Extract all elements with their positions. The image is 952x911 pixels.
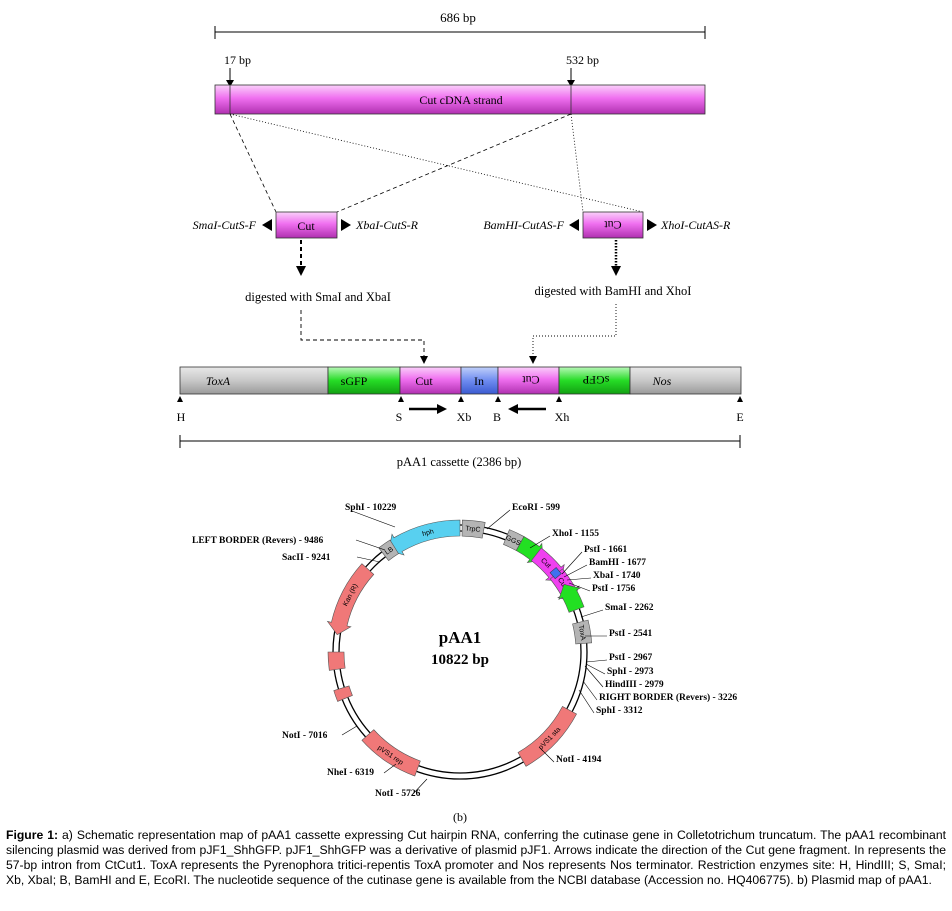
- segment-nos: Nos: [652, 374, 672, 388]
- panel-b-label: (b): [453, 810, 467, 824]
- sense-primer-f-arrow: [262, 219, 272, 231]
- feature-small-1: [333, 685, 353, 702]
- cassette-bar: ToxA sGFP Cut In Cut sGFP Nos: [179, 366, 742, 395]
- antisense-primer-f-arrow: [569, 219, 579, 231]
- site-sphi-3312: SphI - 3312: [596, 706, 643, 716]
- digest-antisense-label: digested with BamHI and XhoI: [535, 284, 692, 298]
- site-psti-1756: PstI - 1756: [592, 584, 636, 594]
- antisense-down-arrow: [611, 266, 621, 276]
- feature-trpc-label: TrpC: [465, 525, 481, 534]
- site-left-border-9486: LEFT BORDER (Revers) - 9486: [192, 535, 323, 546]
- antisense-direction-arrow: [508, 404, 518, 414]
- site-psti-2967: PstI - 2967: [609, 653, 653, 663]
- caption-text: a) Schematic representation map of pAA1 …: [6, 828, 947, 887]
- site-b: B: [493, 410, 501, 424]
- feature-intron-box: [549, 567, 562, 580]
- segment-cut-sense: Cut: [415, 374, 433, 388]
- site-hindiii-2979: HindIII - 2979: [605, 680, 664, 690]
- sense-down-arrow: [296, 266, 306, 276]
- site-labels: SphI - 10229 EcoRI - 599 XhoI - 1155 Pst…: [192, 503, 737, 799]
- feature-cut-s-label: Cut: [556, 577, 568, 590]
- feature-kan-r: [326, 563, 375, 636]
- site-e: E: [736, 410, 743, 424]
- site-sacii-9241: SacII - 9241: [282, 553, 331, 563]
- figure-diagram: 686 bp 17 bp 532 bp Cut cDNA strand Cut …: [177, 10, 744, 824]
- antisense-primer-f-label: BamHI-CutAS-F: [483, 218, 564, 232]
- sense-primer-r-label: XbaI-CutS-R: [355, 218, 419, 232]
- plasmid-name: pAA1: [439, 628, 482, 647]
- feature-hph: [388, 519, 461, 556]
- antisense-cut-box: [582, 211, 644, 239]
- panel-a: 686 bp 17 bp 532 bp Cut cDNA strand Cut …: [177, 10, 744, 469]
- sense-direction-arrow: [437, 404, 447, 414]
- site-sphi-2973: SphI - 2973: [607, 667, 654, 677]
- feature-trpc: [461, 519, 486, 539]
- antisense-cut-label: Cut: [604, 218, 622, 232]
- figure-caption: Figure 1: a) Schematic representation ma…: [6, 828, 946, 888]
- segment-sgfp-reverse: sGFP: [582, 373, 609, 387]
- antisense-primer-r-arrow: [647, 219, 657, 231]
- cdna-strand-bar: [214, 84, 706, 115]
- site-s: S: [396, 410, 403, 424]
- segment-sgfp: sGFP: [341, 374, 368, 388]
- feature-toxa-label: ToxA: [577, 625, 586, 642]
- sense-primer-f-label: SmaI-CutS-F: [193, 218, 257, 232]
- antisense-primer-r-label: XhoI-CutAS-R: [660, 218, 731, 232]
- site-psti-1661: PstI - 1661: [584, 545, 628, 555]
- site-noti-7016: NotI - 7016: [282, 731, 328, 741]
- feature-lb-label: LB: [384, 546, 395, 557]
- digest-sense-label: digested with SmaI and XbaI: [245, 290, 391, 304]
- cassette-label: pAA1 cassette (2386 bp): [397, 455, 522, 469]
- mark-right-arrow: [567, 80, 575, 87]
- caption-label: Figure 1:: [6, 828, 59, 842]
- cdna-strand-label: Cut cDNA strand: [419, 93, 502, 107]
- site-noti-4194: NotI - 4194: [556, 755, 602, 765]
- site-markers: H S Xb B Xh E: [177, 396, 744, 424]
- total-length-label: 686 bp: [440, 10, 476, 25]
- feature-lb: [378, 539, 399, 562]
- plasmid-size: 10822 bp: [431, 652, 489, 668]
- site-nhei-6319: NheI - 6319: [327, 768, 374, 778]
- segment-cut-antisense: Cut: [522, 373, 540, 387]
- site-right-border-3226: RIGHT BORDER (Revers) - 3226: [599, 692, 737, 703]
- site-xhoi-1155: XhoI - 1155: [552, 529, 599, 539]
- site-ecori-599: EcoRI - 599: [512, 503, 560, 513]
- sense-primer-r-arrow: [341, 219, 351, 231]
- site-xh: Xh: [555, 410, 570, 424]
- mark-right-label: 532 bp: [566, 53, 599, 67]
- site-xbai-1740: XbaI - 1740: [593, 571, 641, 581]
- feature-hph-label: hph: [422, 528, 435, 538]
- mark-left-arrow: [226, 80, 234, 87]
- site-sphi-10229: SphI - 10229: [345, 503, 396, 513]
- feature-sgfp: [558, 584, 585, 613]
- segment-toxa: ToxA: [206, 374, 231, 388]
- site-h: H: [177, 410, 186, 424]
- sense-cut-box: [275, 211, 338, 239]
- feature-pvs1-rep: [361, 729, 421, 777]
- feature-toxa: [572, 619, 592, 645]
- sense-cut-label: Cut: [297, 219, 315, 233]
- site-smai-2262: SmaI - 2262: [605, 603, 654, 613]
- mark-left-label: 17 bp: [224, 53, 251, 67]
- feature-pvs1-sta: [517, 706, 577, 767]
- feature-small-2: [327, 651, 346, 671]
- site-xb: Xb: [457, 410, 472, 424]
- site-noti-5726: NotI - 5726: [375, 789, 421, 799]
- segment-intron: In: [474, 374, 484, 388]
- site-psti-2541: PstI - 2541: [609, 629, 653, 639]
- site-bamhi-1677: BamHI - 1677: [589, 558, 646, 568]
